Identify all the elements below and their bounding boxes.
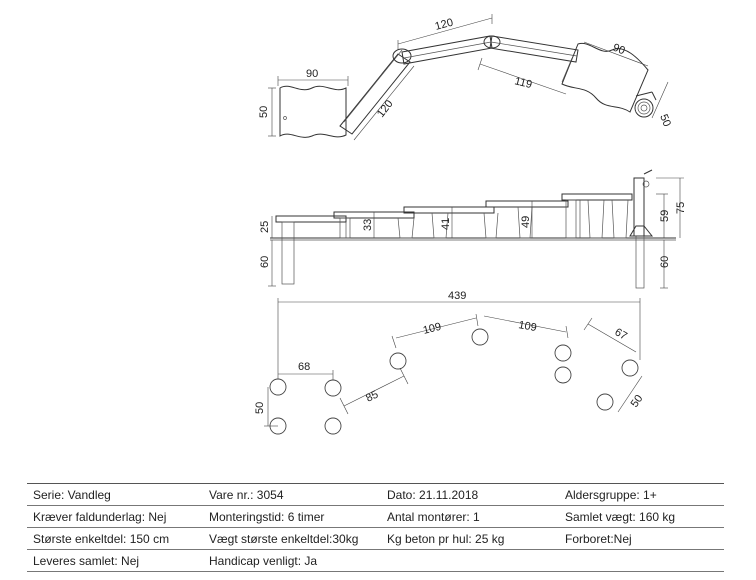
foundation-hole bbox=[621, 359, 639, 377]
elev-dim-75: 75 bbox=[675, 202, 687, 214]
spec-cell: Vare nr.: 3054 bbox=[203, 483, 381, 506]
elev-dim-25: 25 bbox=[259, 221, 271, 233]
found-dim-50-left: 50 bbox=[254, 402, 266, 414]
found-dim-50-right: 50 bbox=[629, 393, 646, 410]
plan-dim-left-depth: 50 bbox=[258, 106, 270, 118]
plan-dim-beam-3: 119 bbox=[513, 75, 533, 91]
plan-dim-right-width: 90 bbox=[611, 42, 627, 58]
spec-cell: Forboret:Nej bbox=[559, 527, 724, 550]
foundation-hole bbox=[324, 379, 342, 397]
spec-cell: Handicap venligt: Ja bbox=[203, 549, 381, 572]
spec-cell: Største enkeltdel: 150 cm bbox=[27, 527, 203, 550]
found-dim-67: 67 bbox=[613, 326, 630, 343]
spec-cell: Aldersgruppe: 1+ bbox=[559, 483, 724, 506]
found-dim-109-left: 109 bbox=[422, 321, 443, 337]
spec-cell: Monteringstid: 6 timer bbox=[203, 505, 381, 528]
plan-beam-3 bbox=[489, 35, 579, 63]
foundation-hole bbox=[269, 378, 287, 396]
elev-dim-49: 49 bbox=[520, 216, 532, 228]
plan-left-platform bbox=[279, 85, 347, 138]
spec-row: Kræver faldunderlag: Nej Monteringstid: … bbox=[27, 505, 724, 528]
spec-cell: Kg beton pr hul: 25 kg bbox=[381, 527, 559, 550]
spec-cell bbox=[559, 549, 724, 572]
spec-row: Leveres samlet: Nej Handicap venligt: Ja bbox=[27, 549, 724, 572]
technical-drawing: 90 50 120 120 119 90 50 bbox=[254, 14, 687, 435]
plan-dim-right-depth: 50 bbox=[657, 113, 673, 129]
plan-dim-beam-2: 120 bbox=[434, 17, 455, 33]
elevation-view: 25 60 33 41 49 59 75 60 bbox=[259, 169, 687, 289]
spec-row: Største enkeltdel: 150 cm Vægt største e… bbox=[27, 527, 724, 550]
elev-dim-33: 33 bbox=[362, 219, 374, 231]
plan-beam-1 bbox=[339, 53, 411, 135]
spec-cell: Antal montører: 1 bbox=[381, 505, 559, 528]
elev-dim-41: 41 bbox=[440, 218, 452, 230]
foundation-view: 439 68 50 85 109 109 bbox=[254, 290, 646, 435]
elev-dim-60-right: 60 bbox=[659, 256, 671, 268]
found-dim-109-right: 109 bbox=[517, 319, 537, 334]
spec-cell bbox=[381, 549, 559, 572]
plan-dim-top-width: 90 bbox=[306, 68, 318, 80]
spec-cell: Leveres samlet: Nej bbox=[27, 549, 203, 572]
foundation-hole bbox=[596, 393, 614, 411]
spec-cell: Samlet vægt: 160 kg bbox=[559, 505, 724, 528]
foundation-hole bbox=[554, 344, 572, 362]
found-dim-overall: 439 bbox=[448, 290, 466, 302]
spec-cell: Serie: Vandleg bbox=[27, 483, 203, 506]
spec-cell: Kræver faldunderlag: Nej bbox=[27, 505, 203, 528]
plan-right-platform bbox=[561, 42, 649, 113]
foundation-hole bbox=[389, 352, 407, 370]
spec-table: Serie: Vandleg Vare nr.: 3054 Dato: 21.1… bbox=[27, 483, 724, 572]
foundation-hole bbox=[324, 417, 342, 435]
elev-dim-60-left: 60 bbox=[259, 256, 271, 268]
foundation-hole bbox=[471, 328, 489, 346]
foundation-hole bbox=[554, 366, 572, 384]
found-dim-85: 85 bbox=[364, 389, 380, 405]
elev-dim-59: 59 bbox=[659, 210, 671, 222]
spec-row: Serie: Vandleg Vare nr.: 3054 Dato: 21.1… bbox=[27, 483, 724, 506]
found-dim-68: 68 bbox=[298, 361, 310, 373]
plan-view: 90 50 120 120 119 90 50 bbox=[258, 14, 673, 141]
water-pump-icon bbox=[634, 91, 657, 118]
spec-cell: Vægt største enkeltdel:30kg bbox=[203, 527, 381, 550]
spec-cell: Dato: 21.11.2018 bbox=[381, 483, 559, 506]
